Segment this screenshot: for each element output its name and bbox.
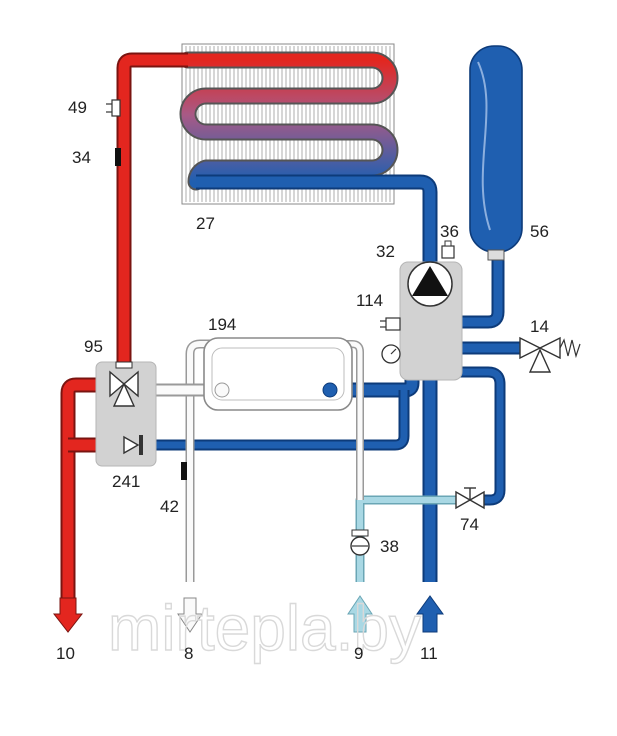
sensor-34 [115, 148, 121, 166]
air-vent-36 [441, 240, 455, 259]
inlet-arrow-11 [416, 595, 444, 633]
label-74: 74 [460, 515, 479, 534]
label-8: 8 [184, 644, 193, 663]
manometer-icon [381, 344, 401, 364]
label-241: 241 [112, 472, 140, 491]
label-36: 36 [440, 222, 459, 241]
outlet-arrow-8 [177, 597, 203, 633]
outlet-arrow-10 [52, 597, 84, 633]
label-10: 10 [56, 644, 75, 663]
label-27: 27 [196, 214, 215, 233]
label-11: 11 [420, 644, 438, 663]
expansion-vessel [469, 45, 523, 261]
pressure-sensor-114 [380, 317, 401, 331]
filter-icon [350, 529, 370, 556]
label-34: 34 [72, 148, 91, 167]
label-38: 38 [380, 537, 399, 556]
plate-heat-exchanger [203, 337, 353, 411]
label-9: 9 [354, 644, 363, 663]
check-valve-icon [123, 435, 143, 455]
sensor-49 [106, 99, 121, 117]
label-194: 194 [208, 315, 236, 334]
component-labels: 49 34 27 36 32 56 114 14 194 95 241 42 7… [56, 98, 549, 663]
label-95: 95 [84, 337, 103, 356]
sensor-42 [181, 462, 187, 480]
label-14: 14 [530, 317, 549, 336]
label-32: 32 [376, 242, 395, 261]
safety-valve-icon [519, 336, 581, 373]
three-way-valve-icon [109, 361, 139, 407]
label-114: 114 [356, 291, 383, 310]
watermark-text: mirtepla.by [108, 592, 421, 664]
label-42: 42 [160, 497, 179, 516]
pump-icon [407, 261, 453, 307]
heating-supply-pipe [60, 52, 188, 600]
label-49: 49 [68, 98, 87, 117]
label-56: 56 [530, 222, 549, 241]
heat-exchanger-coil [179, 51, 399, 191]
fill-valve-icon [455, 487, 485, 510]
heating-return-pipe [140, 174, 520, 582]
inlet-arrow-9 [347, 595, 373, 633]
